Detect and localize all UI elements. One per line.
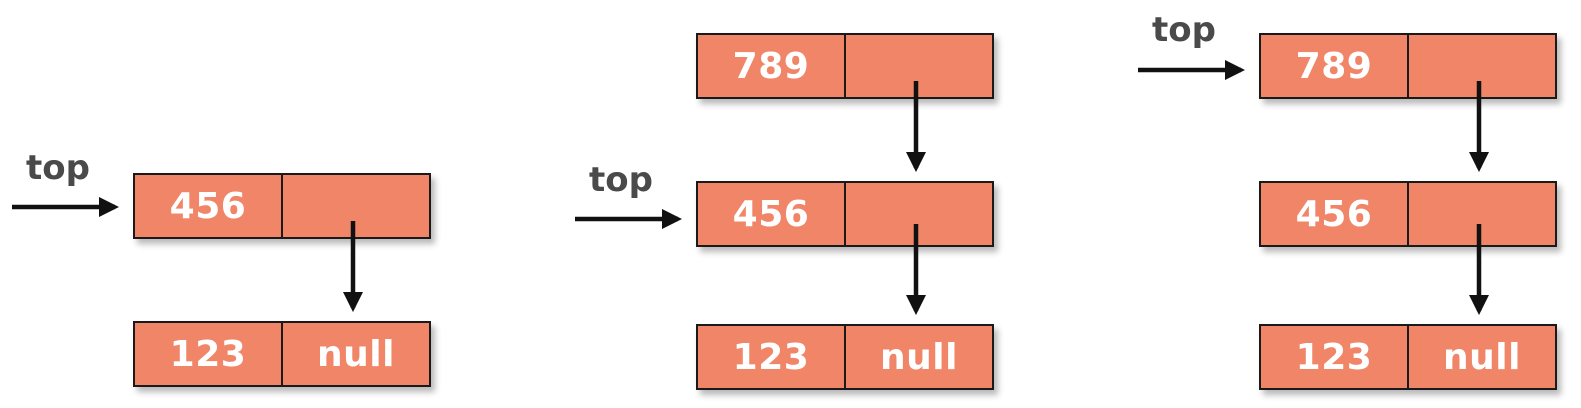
top-pointer-label: top	[1152, 10, 1216, 50]
stack-node: 123 null	[696, 324, 994, 390]
node-value: 123	[135, 323, 283, 385]
node-next-pointer: null	[1443, 336, 1521, 378]
top-pointer-label: top	[26, 148, 90, 188]
stack-node: 456	[1259, 181, 1557, 247]
node-next-pointer: null	[880, 336, 958, 378]
stack-node: 123 null	[133, 321, 431, 387]
node-next-pointer: null	[317, 333, 395, 375]
stack-node: 456	[133, 173, 431, 239]
node-value: 789	[698, 35, 846, 97]
stack-node: 789	[1259, 33, 1557, 99]
stack-node: 123 null	[1259, 324, 1557, 390]
node-value: 456	[135, 175, 283, 237]
stack-node: 789	[696, 33, 994, 99]
node-value: 123	[698, 326, 846, 388]
top-pointer-label: top	[589, 160, 653, 200]
node-value: 456	[1261, 183, 1409, 245]
node-value: 789	[1261, 35, 1409, 97]
stack-node: 456	[696, 181, 994, 247]
node-value: 123	[1261, 326, 1409, 388]
node-value: 456	[698, 183, 846, 245]
